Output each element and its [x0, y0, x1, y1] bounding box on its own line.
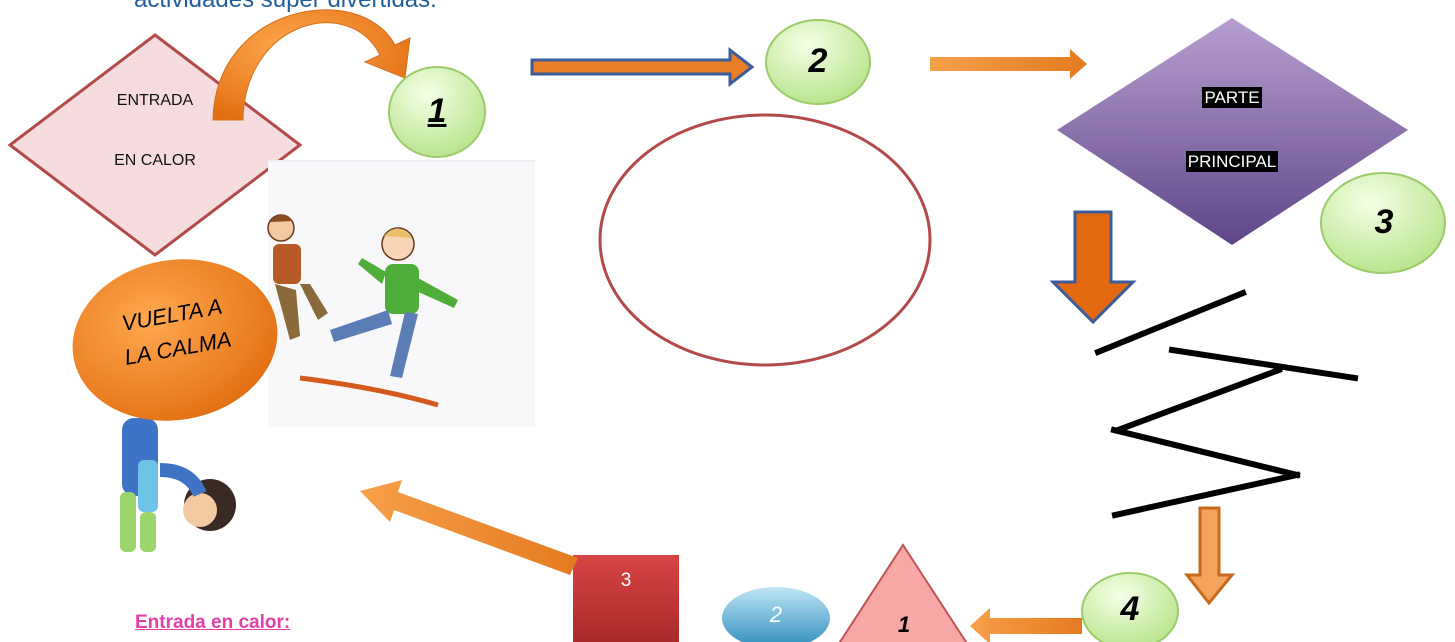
- square-number-3: 3: [620, 570, 632, 591]
- bottom-heading: Entrada en calor:: [135, 612, 291, 633]
- triangle-number-1: 1: [897, 612, 911, 637]
- kids-illustration: [267, 160, 535, 427]
- parte-line2-text: PRINCIPAL: [1185, 151, 1279, 172]
- step-number-4: 4: [1120, 590, 1140, 628]
- parte-principal-diamond: [1057, 18, 1408, 245]
- curved-arrow: [212, 9, 411, 121]
- entrada-label-1: ENTRADA: [116, 92, 194, 109]
- arrow-down-blue: [1049, 210, 1137, 325]
- parte-label-1: PARTE: [1182, 87, 1282, 108]
- ellipse-number-2: 2: [769, 602, 783, 627]
- girl-illustration: [118, 418, 268, 558]
- arrow-to-parte: [930, 49, 1087, 79]
- parte-line1-text: PARTE: [1202, 87, 1262, 108]
- zigzag-lines: [1094, 289, 1359, 519]
- arrow-to-triangle: [970, 608, 1082, 642]
- triangle-1: [838, 543, 968, 642]
- parte-label-2: PRINCIPAL: [1172, 151, 1292, 172]
- step-number-1: 1: [427, 92, 447, 130]
- arrow-diagonal: [360, 480, 578, 575]
- entrada-label-2: EN CALOR: [114, 152, 196, 169]
- arrow-down-small: [1183, 506, 1236, 606]
- step-number-2: 2: [808, 42, 828, 80]
- arrow-to-2: [530, 46, 755, 88]
- step-circle-2: [765, 19, 871, 105]
- vuelta-ellipse: [72, 259, 278, 421]
- step-circle-4: [1081, 572, 1179, 642]
- square-3: [573, 555, 679, 642]
- step-circle-3: [1320, 172, 1446, 274]
- step-number-3: 3: [1374, 203, 1394, 241]
- entrada-diamond: [7, 33, 303, 257]
- step-circle-1: [388, 66, 486, 158]
- header-fragment: actividades super divertidas.: [134, 0, 437, 14]
- ellipse-2: [722, 587, 830, 642]
- center-ellipse: [598, 113, 932, 367]
